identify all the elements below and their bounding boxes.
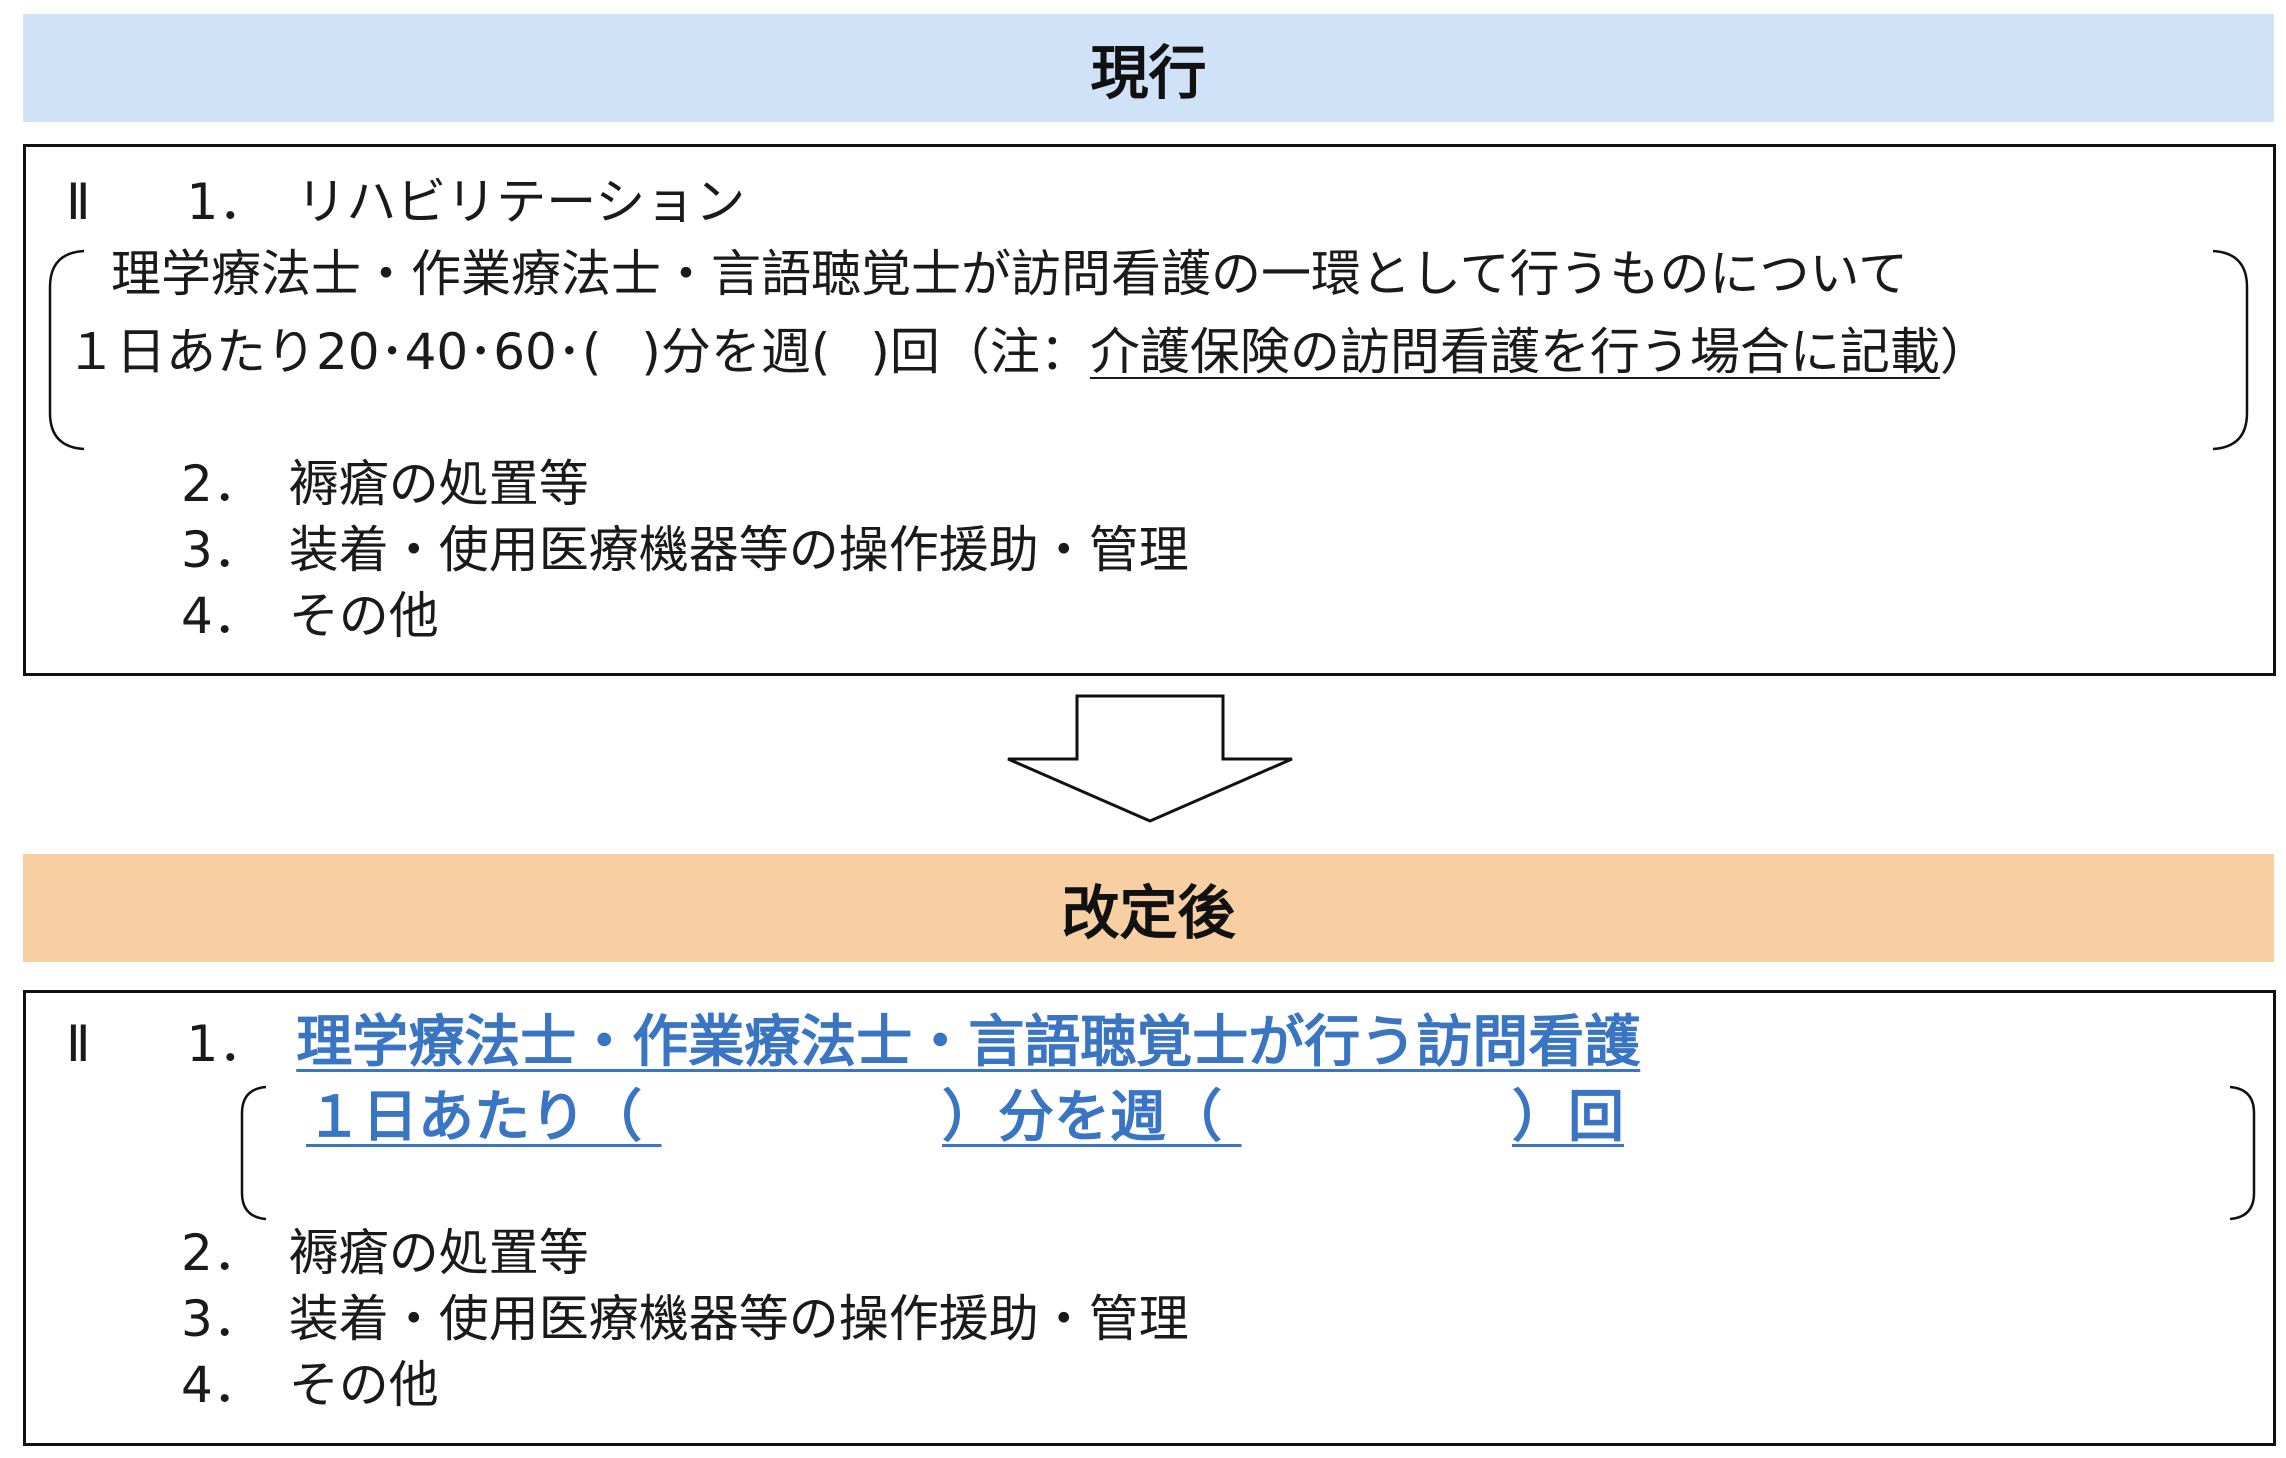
revised-item2-label: 褥瘡の処置等 xyxy=(288,1224,589,1282)
revised-item3: 3． 装着・使用医療機器等の操作援助・管理 xyxy=(181,1294,1189,1344)
current-item2-num: 2． xyxy=(181,455,263,513)
current-item4: 4． その他 xyxy=(181,591,439,641)
current-detail-part-c: )回（注： xyxy=(870,323,1090,381)
revised-item4-num: 4． xyxy=(181,1356,263,1414)
revised-item3-num: 3． xyxy=(181,1290,263,1348)
revised-banner: 改定後 xyxy=(23,854,2274,962)
revised-box: Ⅱ 1． 理学療法士・作業療法士・言語聴覚士が行う訪問看護 １日あたり（ ）分を… xyxy=(23,990,2276,1446)
current-item1-num: 1． xyxy=(186,173,269,231)
revised-detail-blank-times xyxy=(1222,1090,1512,1146)
current-item4-num: 4． xyxy=(181,587,263,645)
revised-banner-title: 改定後 xyxy=(1061,879,1236,947)
current-item3-label: 装着・使用医療機器等の操作援助・管理 xyxy=(288,521,1189,579)
revised-item2: 2． 褥瘡の処置等 xyxy=(181,1228,589,1278)
revised-detail-part-c: ）回 xyxy=(1512,1085,1624,1150)
current-item2-label: 褥瘡の処置等 xyxy=(288,455,589,513)
current-detail-part-a: １日あたり20･40･60･( xyxy=(66,323,602,381)
current-item3-num: 3． xyxy=(181,521,263,579)
revised-detail-part-b: ）分を週（ xyxy=(942,1085,1222,1150)
revised-item3-label: 装着・使用医療機器等の操作援助・管理 xyxy=(288,1290,1189,1348)
current-section-mark: Ⅱ xyxy=(66,173,91,231)
current-detail-part-b: )分を週( xyxy=(641,323,831,381)
current-item2: 2． 褥瘡の処置等 xyxy=(181,459,589,509)
current-item3: 3． 装着・使用医療機器等の操作援助・管理 xyxy=(181,525,1189,575)
current-item1-label: リハビリテーション xyxy=(296,173,746,231)
revised-item1-label: 理学療法士・作業療法士・言語聴覚士が行う訪問看護 xyxy=(296,1010,1641,1075)
current-item1: Ⅱ 1． リハビリテーション xyxy=(66,177,745,227)
revised-detail-part-a: １日あたり（ xyxy=(306,1085,642,1150)
down-arrow-icon xyxy=(1007,694,1293,823)
current-detail-end: ） xyxy=(1939,323,1990,381)
current-bracket xyxy=(48,249,2249,451)
current-detail-note: 介護保険の訪問看護を行う場合に記載 xyxy=(1089,323,1940,381)
revised-item4: 4． その他 xyxy=(181,1360,439,1410)
current-box: Ⅱ 1． リハビリテーション 理学療法士・作業療法士・言語聴覚士が訪問看護の一環… xyxy=(23,144,2276,676)
revised-item2-num: 2． xyxy=(181,1224,263,1282)
revised-bracket xyxy=(240,1085,2256,1221)
revised-item1-num: 1． xyxy=(186,1015,269,1073)
current-item4-label: その他 xyxy=(288,587,439,645)
revised-detail-blank-minutes xyxy=(642,1090,942,1146)
revised-item1-detail: １日あたり（ ）分を週（ ）回 xyxy=(306,1090,1624,1146)
current-banner-title: 現行 xyxy=(1090,39,1207,107)
current-item1-detail-line1: 理学療法士・作業療法士・言語聴覚士が訪問看護の一環として行うものについて xyxy=(111,245,1908,303)
revised-section-mark: Ⅱ xyxy=(66,1015,91,1073)
revised-item1: Ⅱ 1． 理学療法士・作業療法士・言語聴覚士が行う訪問看護 xyxy=(66,1015,1640,1071)
revised-item4-label: その他 xyxy=(288,1356,439,1414)
current-item1-detail-line2: １日あたり20･40･60･()分を週()回（注：介護保険の訪問看護を行う場合に… xyxy=(66,327,1990,377)
current-banner: 現行 xyxy=(23,14,2274,122)
